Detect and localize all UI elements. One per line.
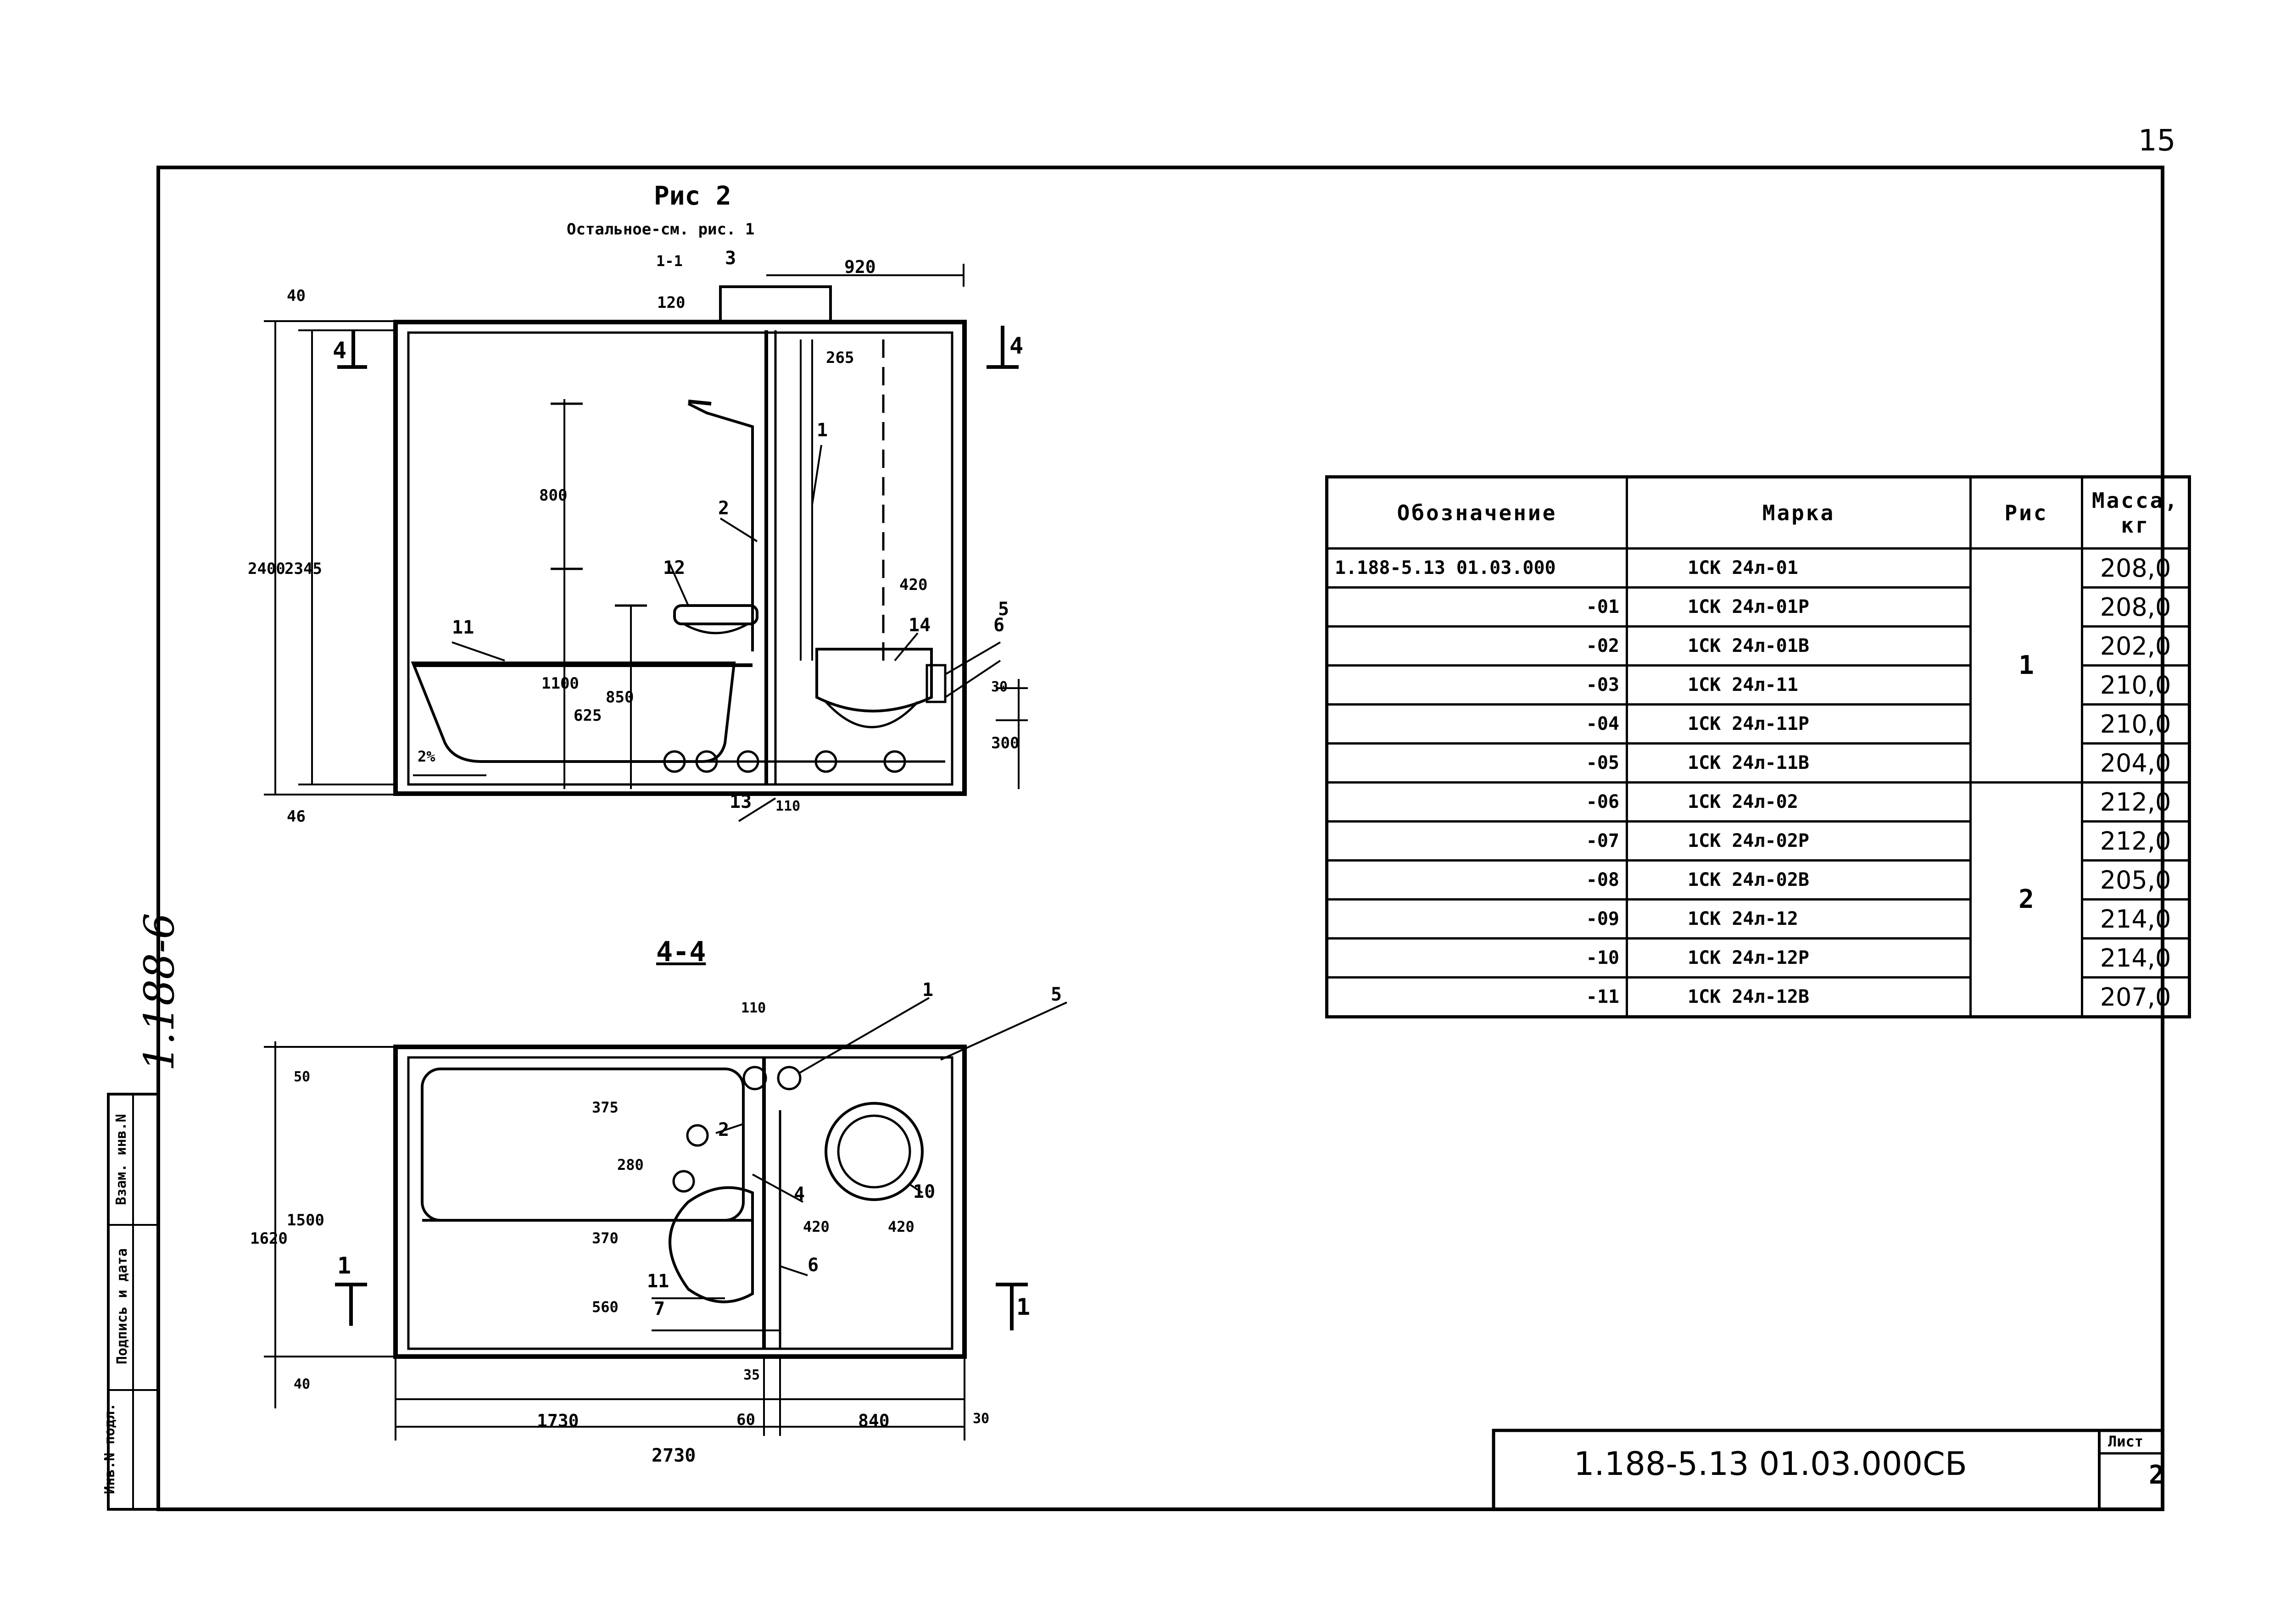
col-header-mass: Масса, кг [2081,476,2191,550]
dim-110: 110 [775,798,801,814]
title-block [1492,1429,2164,1511]
sheet-number: 2 [2149,1460,2164,1490]
section-1-title: Рис 2 [654,181,731,211]
dim-60: 60 [736,1411,755,1429]
dim-1730: 1730 [537,1411,579,1431]
callout-3-s1: 3 [725,248,736,269]
section-1-marker: 1-1 [656,252,683,270]
dim-300: 300 [991,734,1020,752]
cut-marker-4-right: 4 [1009,333,1024,359]
dim-2730: 2730 [652,1445,696,1466]
dim-370: 370 [592,1229,619,1247]
document-code: 1.188-5.13 01.03.000СБ [1574,1445,1967,1483]
section-4-4 [264,997,1067,1440]
fig-group-2: 2 [1969,781,2083,1018]
dim-2400: 2400 [248,560,285,578]
callout-6-s1: 6 [993,615,1005,636]
sheet-label: Лист [2108,1433,2144,1450]
col-header-code: Обозначение [1326,476,1628,550]
callout-1-s2: 1 [922,979,934,1001]
dim-280: 280 [617,1156,644,1174]
callout-10-s2: 10 [913,1181,936,1202]
dim-420-b: 420 [888,1218,914,1235]
callout-5-s2: 5 [1051,984,1062,1005]
col-header-mark: Марка [1626,476,1972,550]
dim-30: 30 [991,679,1008,695]
dim-265: 265 [826,349,854,367]
dim-375: 375 [592,1099,619,1116]
stamp-vzam-inv: Взам. инв.N [113,1114,129,1205]
cut-marker-1-right: 1 [1016,1294,1031,1320]
dim-40: 40 [287,287,306,305]
dim-840: 840 [858,1411,890,1431]
dim-50-top: 50 [294,1069,311,1085]
callout-4-s2: 4 [794,1184,805,1205]
dim-850: 850 [606,688,634,706]
callout-5-s1: 5 [998,599,1009,620]
section-2-title: 4-4 [656,936,706,968]
cut-marker-4-left: 4 [333,337,347,364]
cut-marker-1-left: 1 [337,1252,351,1279]
specification-table: Обозначение Марка Рис Масса, кг 1.188-5.… [1325,475,2191,1018]
dim-625: 625 [574,706,602,725]
dim-1620: 1620 [250,1229,288,1248]
table-header-row: Обозначение Марка Рис Масса, кг [1326,476,2191,550]
callout-13-s1: 13 [730,791,752,812]
dim-46: 46 [287,807,306,826]
dim-560: 560 [592,1298,619,1316]
dim-1500: 1500 [287,1211,324,1229]
slope-label: 2% [418,748,435,765]
callout-11-s2: 11 [647,1271,669,1292]
dim-2345: 2345 [284,560,322,578]
section-1-note: Остальное-см. рис. 1 [567,220,755,239]
dim-120: 120 [657,294,686,312]
callout-12-s1: 12 [663,557,686,578]
stamp-podpis-data: Подпись и дата [114,1248,130,1364]
dim-800: 800 [539,486,568,505]
dim-110-s2: 110 [741,1000,766,1016]
fig-group-1: 1 [1969,547,2083,784]
dim-40-bot: 40 [294,1376,311,1392]
side-code: 1.188-6 [135,912,184,1072]
callout-6-s2: 6 [808,1255,819,1276]
dim-920: 920 [844,257,876,277]
callout-7-s2: 7 [654,1298,665,1319]
dim-30-s2: 30 [973,1411,990,1427]
dim-420-a: 420 [803,1218,830,1235]
callout-1-s1: 1 [817,420,828,441]
dim-1100: 1100 [541,674,579,693]
page-number: 15 [2138,124,2176,158]
callout-11-s1: 11 [452,617,474,638]
callout-14-s1: 14 [909,615,931,636]
callout-2-s2: 2 [718,1119,730,1140]
col-header-fig: Рис [1969,476,2083,550]
callout-2-s1: 2 [718,498,730,519]
section-1-1 [264,264,1028,822]
stamp-inv-podl: Инв.N подл. [101,1403,118,1494]
dim-420: 420 [899,576,928,594]
dim-35: 35 [743,1367,760,1383]
